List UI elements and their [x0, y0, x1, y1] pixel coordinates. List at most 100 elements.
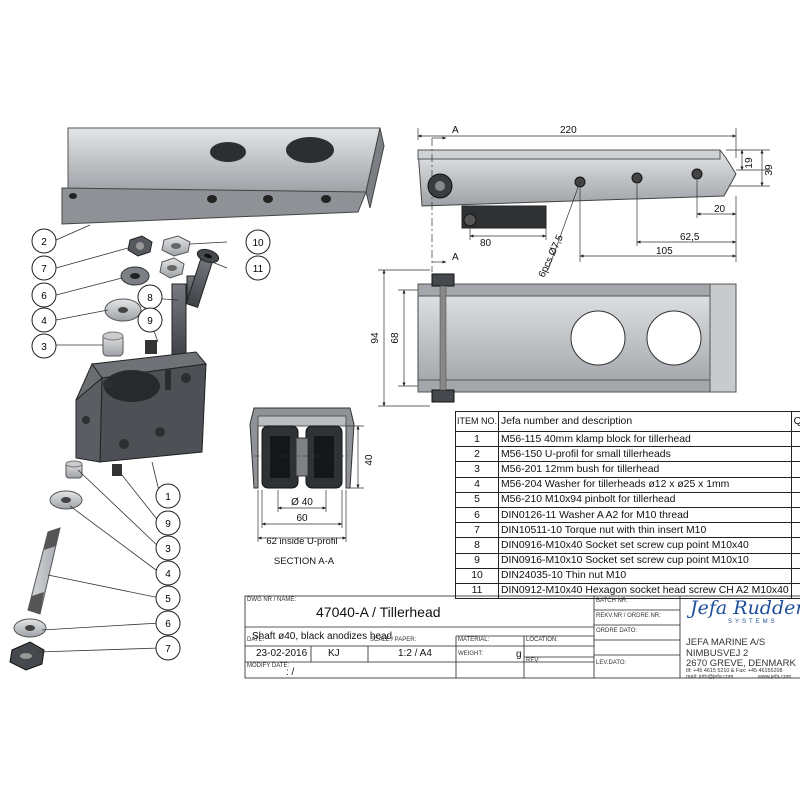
clamp-block-part [75, 351, 207, 463]
dim-62-inside: 62 inside U-profil [266, 536, 337, 547]
svg-text:11: 11 [253, 264, 264, 275]
bom-description: DIN0912-M10x40 Hexagon socket head screw… [498, 582, 792, 600]
bom-item-number: 4 [455, 476, 499, 493]
bill-of-materials-table: ITEM NO. Jefa number and description QTY… [455, 411, 800, 600]
modify-date-label: MODIFY DATE: [247, 663, 290, 669]
balloon-2: 2 [31, 228, 57, 254]
balloon-4b: 4 [155, 560, 181, 586]
svg-text:3: 3 [165, 544, 171, 555]
balloon-10: 10 [245, 229, 271, 255]
section-marker-a-top: A [452, 125, 459, 136]
bom-item-number: 5 [455, 491, 499, 508]
bom-description: M56-201 12mm bush for tillerhead [498, 461, 792, 478]
balloon-7b: 7 [155, 635, 181, 661]
brand-logo: Jefa Rudder [690, 597, 800, 619]
company-email: mail: info@jefa.com [686, 674, 734, 680]
ordre-label: ORDRE DATO: [596, 628, 638, 634]
svg-text:9: 9 [165, 519, 171, 530]
dim-20: 20 [714, 204, 726, 215]
bom-item-number: 7 [455, 522, 499, 539]
svg-text:3: 3 [41, 342, 47, 353]
lev-label: LEV.DATO: [596, 660, 627, 666]
section-marker-a-bottom: A [452, 252, 459, 263]
weight-unit: g [516, 649, 522, 660]
rekv-label: REKV.NR / ORDRE NR: [596, 613, 661, 619]
balloon-7: 7 [31, 255, 57, 281]
company-address-2: 2670 GREVE, DENMARK [686, 658, 796, 669]
bom-item-number: 1 [455, 430, 499, 448]
balloon-4: 4 [31, 307, 57, 333]
dim-holes: 6pcs Ø7,5 [537, 233, 566, 279]
bom-header-row: ITEM NO. Jefa number and description QTY… [455, 411, 800, 432]
small-parts-top [102, 235, 220, 357]
balloon-11: 11 [245, 255, 271, 281]
dim-68: 68 [390, 332, 401, 344]
bom-item-number: 3 [455, 461, 499, 478]
balloon-9b: 9 [155, 510, 181, 536]
dim-39: 39 [764, 164, 775, 176]
bom-qty: 2 [790, 476, 800, 493]
drawing-date: 23-02-2016 [256, 648, 308, 659]
company-web: www.jefa.com [758, 674, 792, 680]
bom-description: M56-150 U-profil for small tillerheads [498, 446, 792, 463]
side-view: 220 A A 80 62,5 105 20 19 39 6pcs Ø7,5 [417, 125, 775, 279]
section-view: 40 Ø 40 60 62 inside U-profil SECTION A-… [249, 407, 375, 567]
dim-40: 40 [364, 454, 375, 466]
company-phone: tlf: +45 4615 5210 & Fax: +45 46155208 [686, 668, 783, 674]
svg-text:6: 6 [165, 619, 171, 630]
company-address-1: NIMBUSVEJ 2 [686, 648, 749, 659]
balloon-6: 6 [31, 282, 57, 308]
svg-text:1: 1 [165, 492, 171, 503]
bom-qty: 1 [790, 430, 800, 448]
drawing-scale: 1:2 / A4 [398, 648, 432, 659]
bom-item-number: 9 [455, 552, 499, 569]
bom-qty: 1 [790, 491, 800, 508]
dim-94: 94 [370, 332, 381, 344]
bom-item-number: 10 [455, 567, 499, 584]
svg-text:7: 7 [165, 644, 171, 655]
balloon-3b: 3 [155, 535, 181, 561]
balloon-5: 5 [155, 585, 181, 611]
svg-text:5: 5 [165, 594, 171, 605]
dim-60: 60 [296, 513, 308, 524]
dim-105: 105 [656, 246, 673, 257]
dwg-label: DWG NR / NAME: [247, 597, 296, 603]
svg-text:4: 4 [41, 316, 47, 327]
bom-description: DIN0916-M10x40 Socket set screw cup poin… [498, 537, 792, 554]
bom-qty: 1 [790, 446, 800, 463]
bom-item-number: 8 [455, 537, 499, 554]
company-name: JEFA MARINE A/S [686, 637, 766, 648]
bom-description: DIN0126-11 Washer A A2 for M10 thread [498, 506, 792, 524]
exploded-view: 2 7 6 4 3 8 9 10 11 1 9 3 4 5 6 7 [9, 127, 385, 671]
balloon-8: 8 [137, 284, 163, 310]
bom-header-qty: QTY. [790, 411, 800, 432]
bom-description: M56-204 Washer for tillerheads ø12 x ø25… [498, 476, 792, 493]
small-parts-bottom [9, 460, 122, 671]
location-label: LOCATION: [526, 637, 558, 643]
bom-description: DIN24035-10 Thin nut M10 [498, 567, 792, 584]
balloon-9: 9 [137, 307, 163, 333]
batch-label: BATCH NR: [596, 598, 628, 604]
svg-text:4: 4 [165, 569, 171, 580]
leader-lines [37, 224, 228, 653]
svg-text:10: 10 [252, 238, 264, 249]
top-view: 94 68 [370, 269, 737, 407]
balloons: 2 7 6 4 3 8 9 10 11 1 9 3 4 5 6 7 [31, 228, 271, 661]
u-profile-part [61, 127, 385, 225]
weight-label: WEIGHT: [458, 651, 483, 657]
bom-qty: 2 [790, 506, 800, 524]
bom-item-number: 11 [455, 582, 499, 600]
dim-19: 19 [744, 157, 755, 169]
bom-description: DIN10511-10 Torque nut with thin insert … [498, 522, 792, 539]
bom-item-number: 6 [455, 506, 499, 524]
svg-text:6: 6 [41, 291, 47, 302]
svg-text:9: 9 [147, 316, 153, 327]
